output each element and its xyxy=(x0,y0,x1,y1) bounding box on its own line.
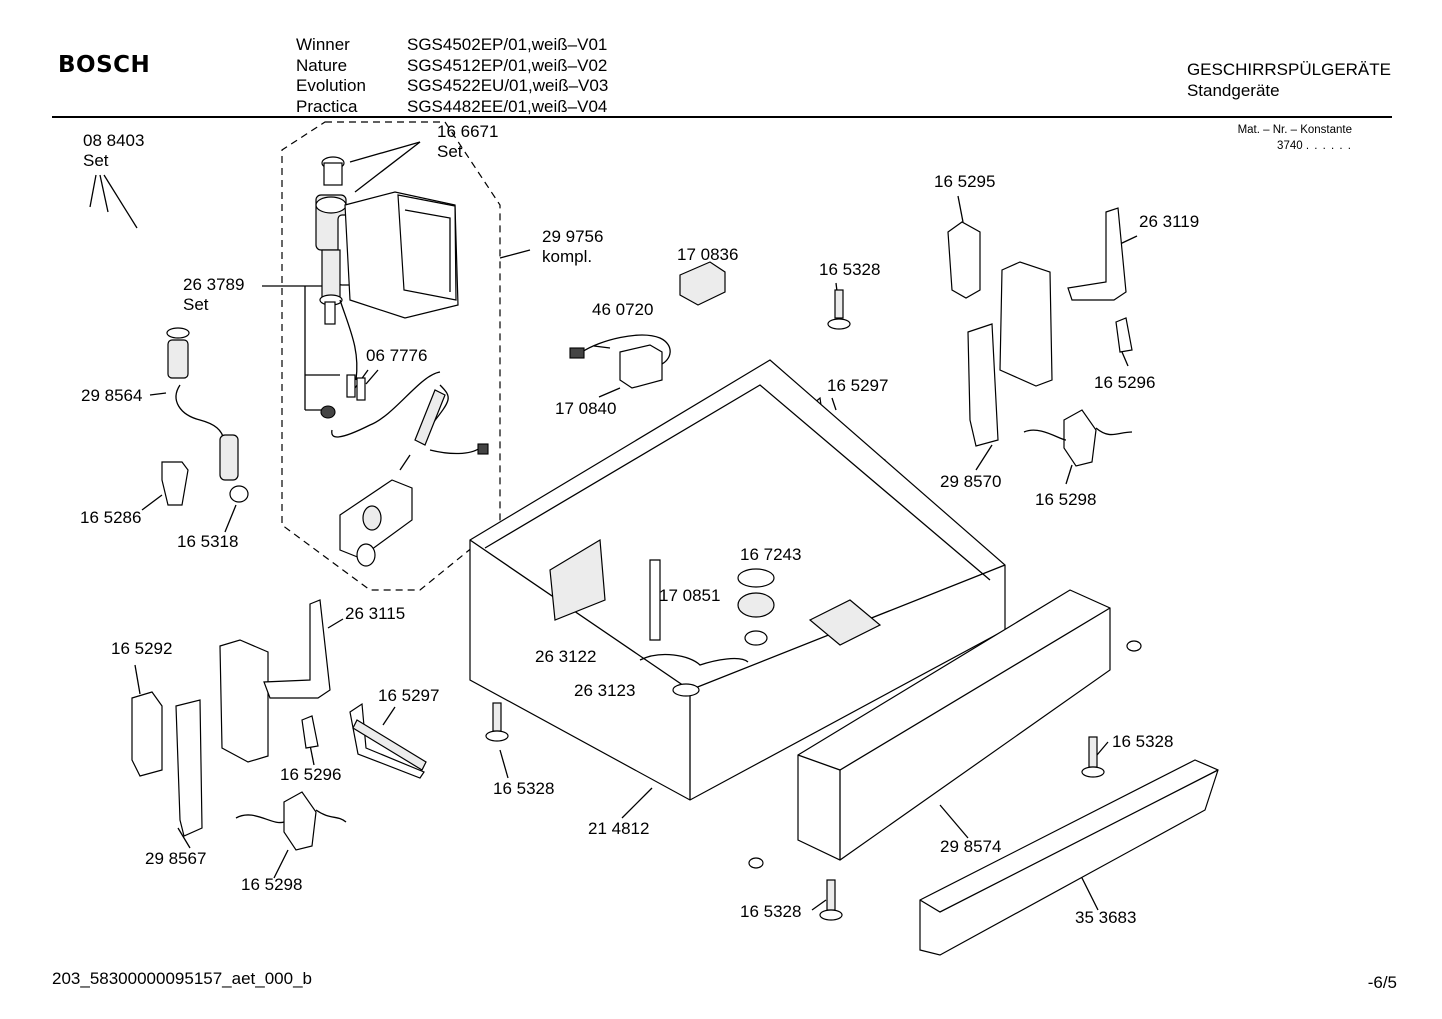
material-label: Mat. – Nr. – Konstante xyxy=(1237,124,1352,136)
part-label-263123: 26 3123 xyxy=(574,681,636,700)
model-name: Nature xyxy=(296,55,348,75)
part-label-263789: 26 3789 Set xyxy=(183,275,244,315)
part-note: kompl. xyxy=(542,247,593,266)
hose-piece-left xyxy=(161,327,249,506)
part-note: Set xyxy=(437,142,463,161)
part-label-298564: 29 8564 xyxy=(81,386,143,405)
part-label-170851: 17 0851 xyxy=(659,586,721,605)
category-title: GESCHIRRSPÜLGERÄTE xyxy=(1186,60,1391,79)
model-code: SGS4482EE/01,weiß–V04 xyxy=(407,96,608,116)
model-row: Practica SGS4482EE/01,weiß–V04 xyxy=(296,97,608,118)
part-label-165296-right: 16 5296 xyxy=(1094,373,1156,392)
part-label-067776: 06 7776 xyxy=(366,346,428,365)
part-label-165328-top: 16 5328 xyxy=(819,260,881,279)
brand-logo: BOSCH xyxy=(58,52,151,78)
spring-bracket-left xyxy=(349,702,427,779)
part-label-353683: 35 3683 xyxy=(1075,908,1137,927)
part-label-298567: 29 8567 xyxy=(145,849,207,868)
part-label-165298-left: 16 5298 xyxy=(241,875,303,894)
part-label-165297-left: 16 5297 xyxy=(378,686,440,705)
material-number: 3740 xyxy=(1277,140,1303,152)
hose-spiral xyxy=(331,371,489,471)
part-note: Set xyxy=(83,151,109,170)
screw-parts xyxy=(485,289,1142,921)
model-table: Winner SGS4502EP/01,weiß–V01 Nature SGS4… xyxy=(296,35,608,117)
part-number: 08 8403 xyxy=(83,131,145,150)
model-name: Practica xyxy=(296,96,358,116)
model-code: SGS4512EP/01,weiß–V02 xyxy=(407,55,608,75)
document-id: 203_58300000095157_aet_000_b xyxy=(52,969,312,988)
connector-parts xyxy=(569,261,726,389)
material-value: 3740 . . . . . . xyxy=(1277,140,1352,152)
model-row: Winner SGS4502EP/01,weiß–V01 xyxy=(296,35,608,56)
part-label-165328-mid: 16 5328 xyxy=(493,779,555,798)
model-row: Evolution SGS4522EU/01,weiß–V03 xyxy=(296,76,608,97)
model-code: SGS4502EP/01,weiß–V01 xyxy=(407,35,608,54)
material-dots: . . . . . . xyxy=(1305,140,1352,152)
part-label-170840: 17 0840 xyxy=(555,399,617,418)
part-label-165292: 16 5292 xyxy=(111,639,173,658)
category-heading: GESCHIRRSPÜLGERÄTE Standgeräte xyxy=(1187,59,1391,101)
part-label-263122: 26 3122 xyxy=(535,647,597,666)
category-subtitle: Standgeräte xyxy=(1186,81,1280,100)
part-number: 16 6671 xyxy=(437,122,499,141)
base-tub xyxy=(469,359,1006,801)
part-label-263119: 26 3119 xyxy=(1139,212,1200,231)
part-label-298570: 29 8570 xyxy=(940,472,1002,491)
part-label-165298-right: 16 5298 xyxy=(1035,490,1097,509)
page-number: -6/5 xyxy=(1367,973,1397,992)
part-label-165295: 16 5295 xyxy=(934,172,996,191)
part-label-170836: 17 0836 xyxy=(677,245,739,264)
part-number: 29 9756 xyxy=(542,227,604,246)
part-label-263115: 26 3115 xyxy=(345,604,406,623)
mounting-plate xyxy=(339,479,413,567)
trim-strip xyxy=(919,759,1219,956)
hinge-assembly-right xyxy=(947,207,1133,467)
part-number: 26 3789 xyxy=(183,275,245,294)
model-code: SGS4522EU/01,weiß–V03 xyxy=(407,76,609,95)
header-divider xyxy=(52,116,1392,118)
part-label-088403: 08 8403 Set xyxy=(83,131,144,171)
part-label-460720: 46 0720 xyxy=(592,300,654,319)
part-label-298574: 29 8574 xyxy=(940,837,1002,856)
part-label-165296-left: 16 5296 xyxy=(280,765,342,784)
part-label-165318: 16 5318 xyxy=(177,532,239,551)
part-label-167243: 16 7243 xyxy=(740,545,802,564)
kick-panel xyxy=(797,589,1111,861)
model-name: Winner xyxy=(296,35,350,54)
part-label-299756: 29 9756 kompl. xyxy=(542,227,603,267)
part-label-214812: 21 4812 xyxy=(588,819,650,838)
part-label-165286: 16 5286 xyxy=(80,508,142,527)
kit-outline-dashed xyxy=(281,121,501,591)
part-label-165328-bottom: 16 5328 xyxy=(740,902,802,921)
model-name: Evolution xyxy=(296,76,366,95)
part-note: Set xyxy=(183,295,209,314)
model-row: Nature SGS4512EP/01,weiß–V02 xyxy=(296,56,608,77)
part-label-165328-right: 16 5328 xyxy=(1112,732,1174,751)
hinge-assembly-left xyxy=(131,599,347,851)
part-label-165297-right: 16 5297 xyxy=(827,376,889,395)
part-label-166671: 16 6671 Set xyxy=(437,122,498,162)
valve-cover xyxy=(344,191,459,319)
